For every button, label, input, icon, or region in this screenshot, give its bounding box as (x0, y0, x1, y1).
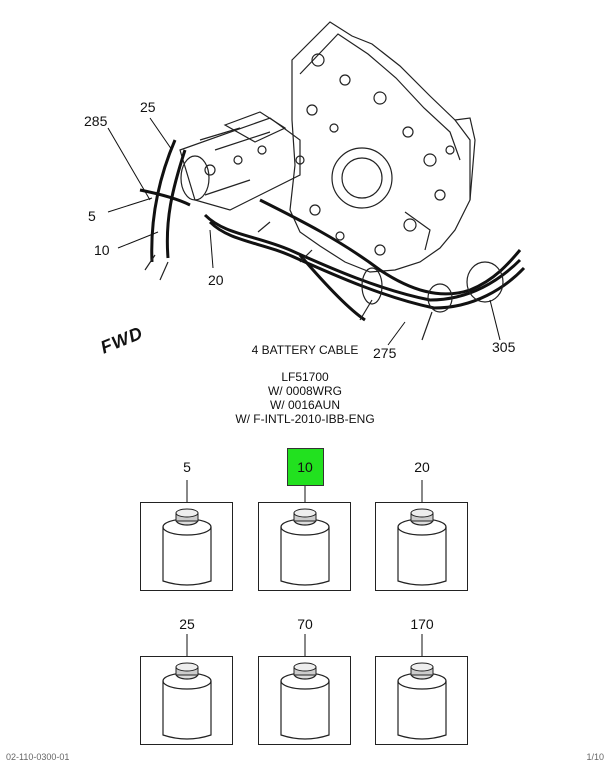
can-icon (397, 662, 447, 740)
callout-285: 285 (84, 113, 108, 129)
battery-cables (139, 139, 526, 322)
can-icon (397, 508, 447, 586)
caption-line-2: W/ 0008WRG (267, 384, 342, 398)
diagram-title: 4 BATTERY CABLE (251, 343, 359, 357)
cable-ties (144, 221, 504, 341)
can-icon (162, 662, 212, 740)
part-number-20[interactable]: 20 (414, 459, 430, 475)
part-tile-170[interactable] (375, 656, 468, 745)
part-number-70[interactable]: 70 (297, 616, 313, 632)
engine-cover (289, 21, 476, 273)
part-number-5[interactable]: 5 (183, 459, 191, 475)
part-number-170[interactable]: 170 (410, 616, 434, 632)
part-number-25[interactable]: 25 (179, 616, 195, 632)
part-tile-25[interactable] (140, 656, 233, 745)
footer-page: 1/10 (586, 752, 604, 762)
starter-motor (179, 111, 301, 211)
footer-reference: 02-110-0300-01 (6, 752, 70, 762)
part-leader-lines (186, 480, 423, 656)
can-icon (280, 662, 330, 740)
callout-10: 10 (94, 242, 110, 258)
part-tile-10[interactable] (258, 502, 351, 591)
part-tile-20[interactable] (375, 502, 468, 591)
can-icon (280, 508, 330, 586)
callout-5: 5 (88, 208, 96, 224)
part-tile-5[interactable] (140, 502, 233, 591)
callout-275: 275 (373, 345, 397, 361)
caption-line-1: LF51700 (281, 370, 329, 384)
leader-lines (107, 117, 501, 346)
part-number-10[interactable]: 10 (297, 459, 313, 475)
part-tile-70[interactable] (258, 656, 351, 745)
callout-20: 20 (208, 272, 224, 288)
callout-25: 25 (140, 99, 156, 115)
caption-line-3: W/ 0016AUN (269, 398, 341, 412)
callout-305: 305 (492, 339, 516, 355)
caption-line-4: W/ F-INTL-2010-IBB-ENG (235, 412, 375, 426)
part-highlight (287, 448, 324, 486)
can-icon (162, 508, 212, 586)
